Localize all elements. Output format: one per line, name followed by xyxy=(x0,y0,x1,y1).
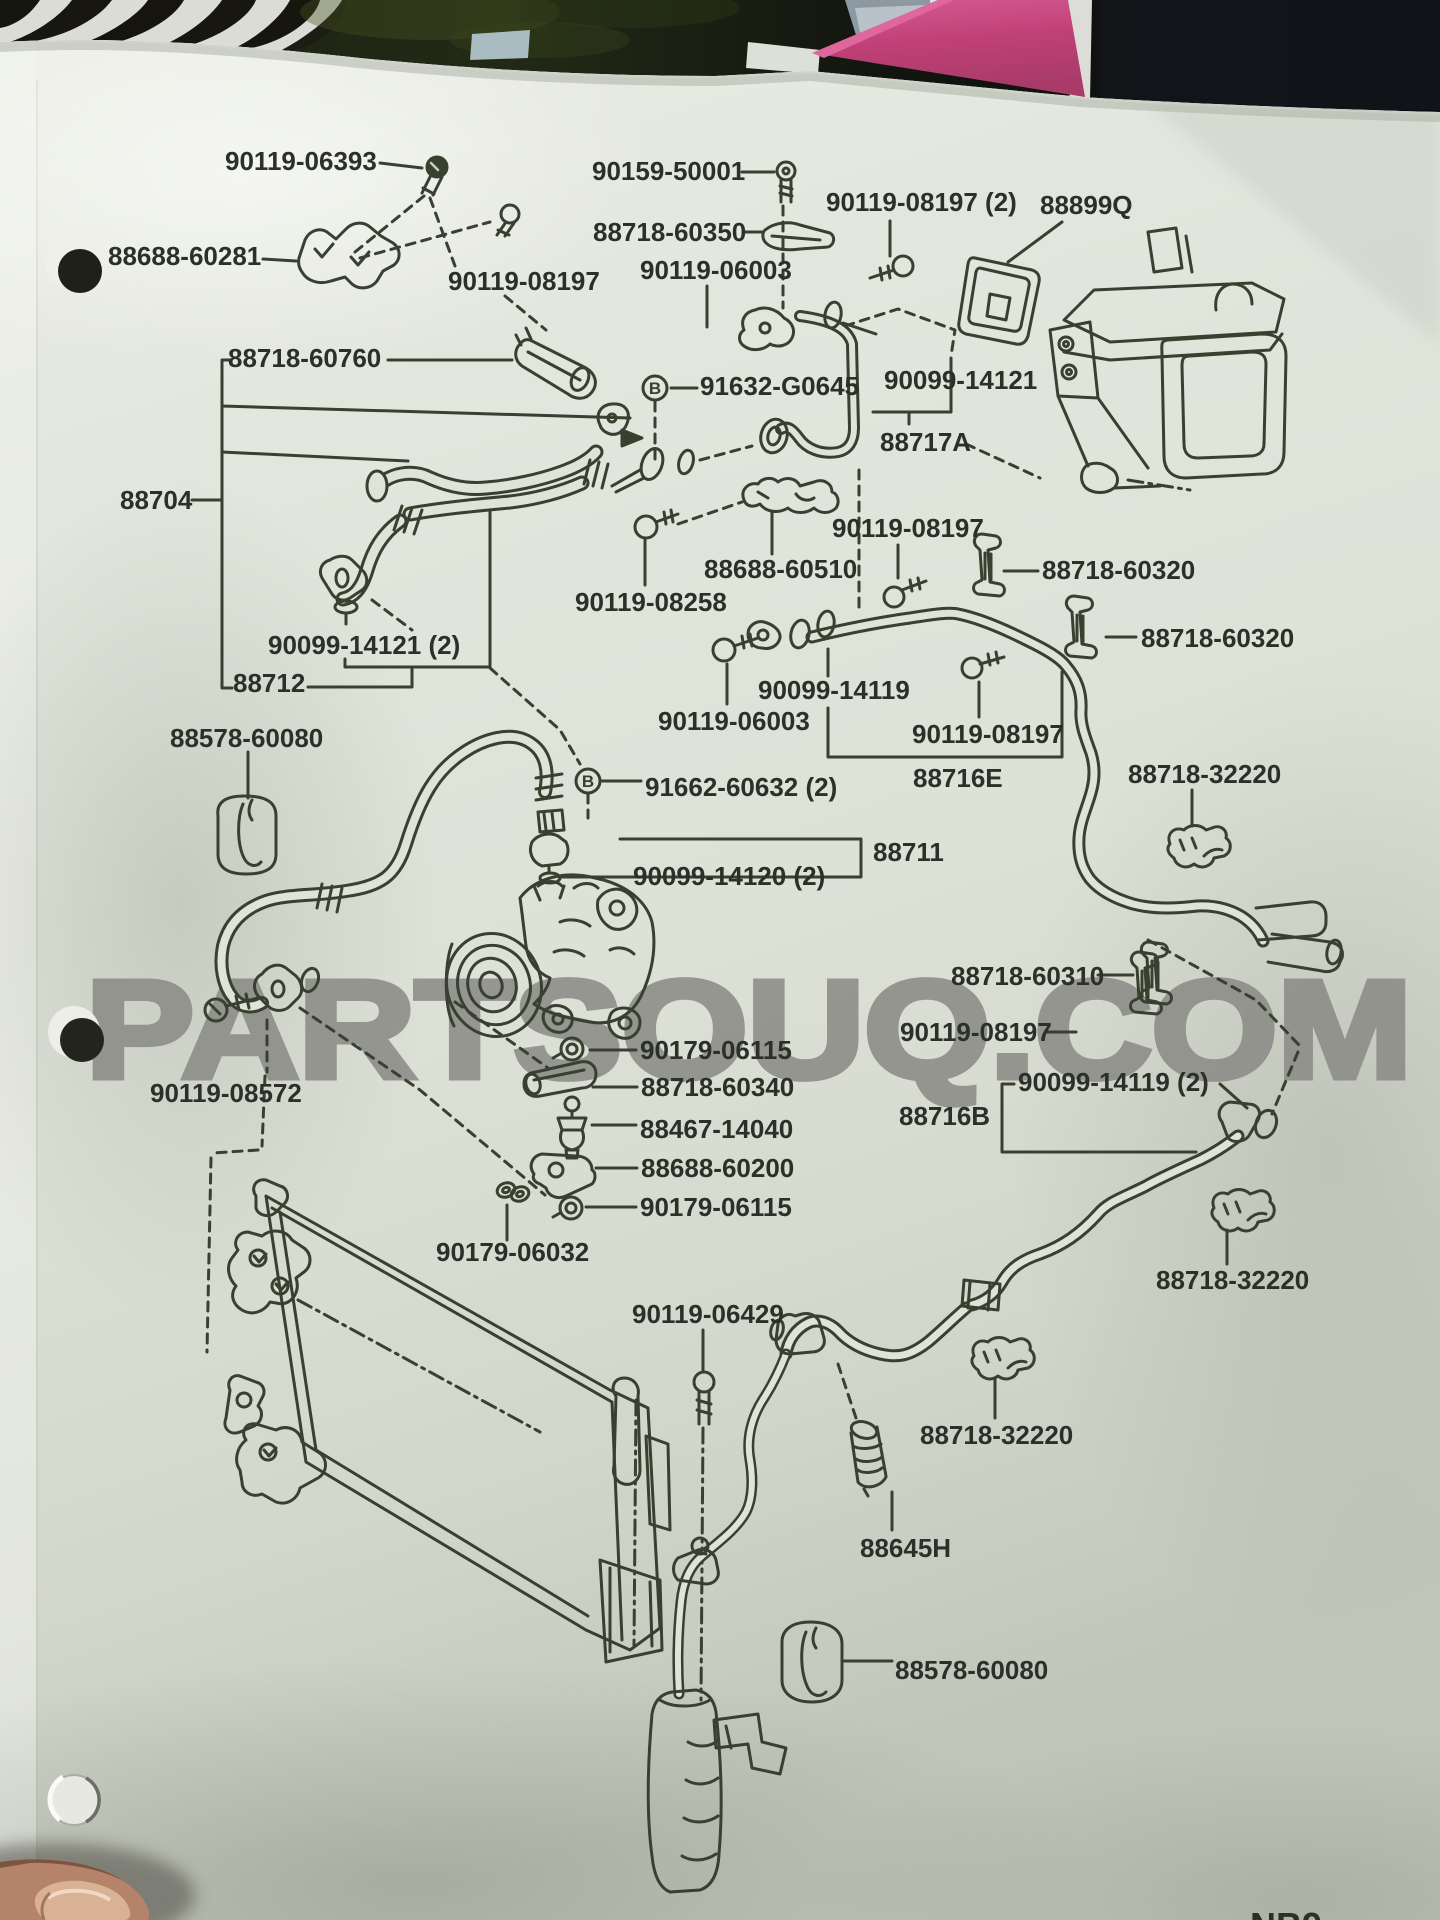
svg-text:90099-14119 (2): 90099-14119 (2) xyxy=(1018,1067,1209,1097)
svg-text:88717A: 88717A xyxy=(880,427,971,457)
svg-text:88467-14040: 88467-14040 xyxy=(640,1114,793,1144)
svg-text:90119-06393: 90119-06393 xyxy=(225,146,377,176)
svg-text:91632-G0645: 91632-G0645 xyxy=(700,371,859,401)
svg-text:90179-06115: 90179-06115 xyxy=(640,1192,792,1222)
svg-text:PARTSOUQ.COM: PARTSOUQ.COM xyxy=(86,953,1412,1107)
svg-text:88718-60320: 88718-60320 xyxy=(1042,555,1195,585)
svg-text:90119-08572: 90119-08572 xyxy=(150,1078,302,1108)
svg-text:88718-32220: 88718-32220 xyxy=(920,1420,1073,1450)
svg-text:88718-60310: 88718-60310 xyxy=(951,961,1104,991)
svg-text:88718-60320: 88718-60320 xyxy=(1141,623,1294,653)
svg-text:90119-06003: 90119-06003 xyxy=(640,255,792,285)
svg-text:90099-14121 (2): 90099-14121 (2) xyxy=(268,630,460,660)
svg-text:90119-08197 (2): 90119-08197 (2) xyxy=(826,187,1017,217)
svg-text:88718-32220: 88718-32220 xyxy=(1128,759,1281,789)
svg-text:88711: 88711 xyxy=(873,837,944,867)
svg-text:90119-08258: 90119-08258 xyxy=(575,587,727,617)
svg-text:B: B xyxy=(582,772,594,791)
svg-text:90099-14119: 90099-14119 xyxy=(758,675,910,705)
svg-text:90119-08197: 90119-08197 xyxy=(900,1017,1052,1047)
svg-text:88704: 88704 xyxy=(120,485,193,515)
svg-text:90099-14120 (2): 90099-14120 (2) xyxy=(633,861,825,891)
svg-text:88578-60080: 88578-60080 xyxy=(895,1655,1048,1685)
svg-text:90119-08197: 90119-08197 xyxy=(912,719,1064,749)
svg-text:90179-06115: 90179-06115 xyxy=(640,1035,792,1065)
svg-text:91662-60632 (2): 91662-60632 (2) xyxy=(645,772,837,802)
svg-text:88645H: 88645H xyxy=(860,1533,951,1563)
svg-text:88688-60281: 88688-60281 xyxy=(108,241,261,271)
svg-text:88716E: 88716E xyxy=(913,763,1003,793)
svg-text:88718-32220: 88718-32220 xyxy=(1156,1265,1309,1295)
svg-text:88712: 88712 xyxy=(233,668,305,698)
svg-text:90179-06032: 90179-06032 xyxy=(436,1237,589,1267)
svg-text:88716B: 88716B xyxy=(899,1101,990,1131)
svg-text:90119-06429: 90119-06429 xyxy=(632,1299,784,1329)
svg-text:90119-06003: 90119-06003 xyxy=(658,706,810,736)
svg-text:88718-60340: 88718-60340 xyxy=(641,1072,794,1102)
svg-text:88688-60200: 88688-60200 xyxy=(641,1153,794,1183)
svg-text:90099-14121: 90099-14121 xyxy=(884,365,1037,395)
svg-text:90119-08197: 90119-08197 xyxy=(832,513,984,543)
svg-text:88718-60760: 88718-60760 xyxy=(228,343,381,373)
svg-text:88578-60080: 88578-60080 xyxy=(170,723,323,753)
svg-text:88899Q: 88899Q xyxy=(1040,190,1133,220)
svg-text:88688-60510: 88688-60510 xyxy=(704,554,857,584)
svg-text:90119-08197: 90119-08197 xyxy=(448,266,600,296)
svg-text:B: B xyxy=(649,379,661,398)
svg-text:NB9: NB9 xyxy=(1250,1905,1322,1920)
svg-text:88718-60350: 88718-60350 xyxy=(593,217,746,247)
svg-text:90159-50001: 90159-50001 xyxy=(592,156,745,186)
